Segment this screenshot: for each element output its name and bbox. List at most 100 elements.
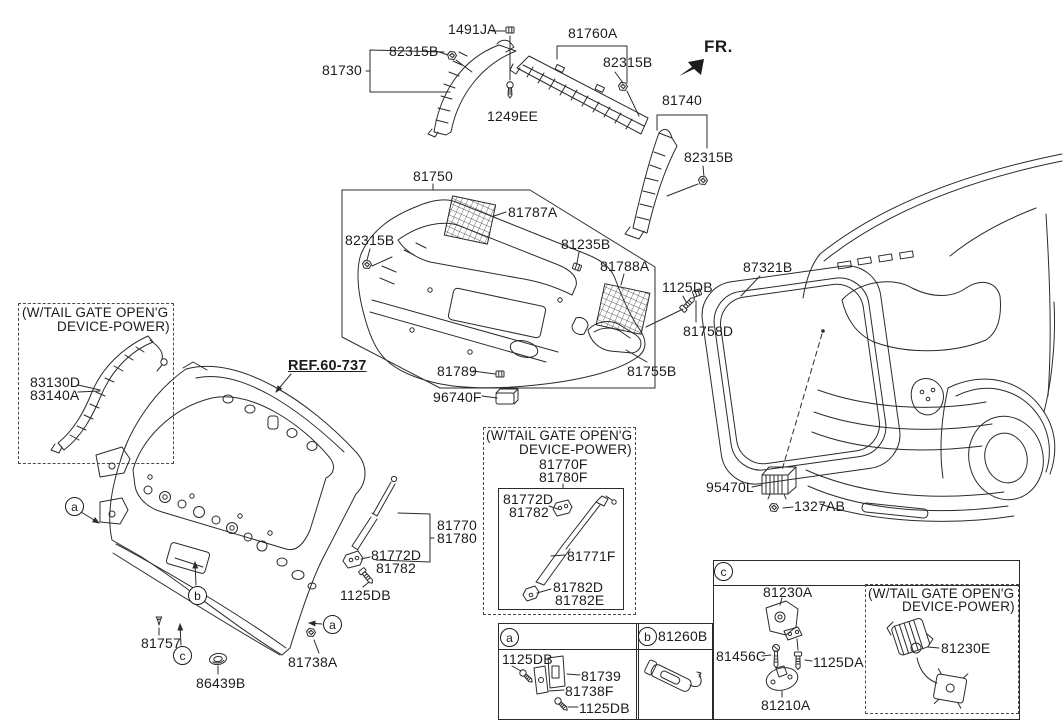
strip-83130d-drawing xyxy=(50,335,168,454)
callout-81230a: 81230A xyxy=(763,584,813,600)
callout-81739: 81739 xyxy=(581,668,621,684)
view-letter-text: c xyxy=(179,648,186,663)
view-letter-c-tailgate: c xyxy=(173,646,192,665)
callout-82315b-1: 82315B xyxy=(389,43,439,59)
callout-82315b-3: 82315B xyxy=(684,149,734,165)
grommet-86439b-glyph xyxy=(208,651,228,667)
option-box-left xyxy=(18,303,174,464)
detail-box-c xyxy=(713,560,1020,720)
vehicle-drawing xyxy=(701,153,1063,522)
callout-82315b-4: 82315B xyxy=(345,232,395,248)
view-letter-a-box-header: a xyxy=(500,628,519,647)
callout-81758d: 81758D xyxy=(683,323,734,339)
detail-box-b xyxy=(636,623,713,720)
nut-1327ab-glyph xyxy=(769,503,779,512)
screw-1249ee-glyph xyxy=(506,81,514,99)
detail-box-a-header-line xyxy=(499,649,638,650)
callout-81780: 81780 xyxy=(437,530,477,546)
pin-81757-glyph xyxy=(155,616,163,626)
view-letter-text: a xyxy=(506,630,513,645)
power-module-95470l-drawing xyxy=(761,466,797,500)
callout-81757: 81757 xyxy=(141,635,181,651)
detail-box-c-header-line xyxy=(714,585,1019,586)
screw-81456c-glyph xyxy=(772,644,780,669)
view-letter-text: b xyxy=(644,629,651,644)
nut-82315b-1-glyph xyxy=(447,51,457,60)
callout-81782-2: 81782 xyxy=(509,504,549,520)
trim-81730-drawing xyxy=(427,39,517,138)
callout-81755b: 81755B xyxy=(627,363,677,379)
relay-96740f-glyph xyxy=(495,388,519,405)
view-letter-c-box-header: c xyxy=(714,562,733,581)
callout-82315b-2: 82315B xyxy=(603,54,653,70)
view-letter-text: c xyxy=(720,564,727,579)
callout-81787a: 81787A xyxy=(508,204,558,220)
option-note-right-line2: DEVICE-POWER) xyxy=(902,599,1015,614)
option-note-center-line1: (W/TAIL GATE OPEN'G xyxy=(486,428,633,443)
panel-81750-frame-box xyxy=(341,189,656,389)
callout-81740: 81740 xyxy=(662,92,702,108)
callout-81770f: 81770F xyxy=(539,456,588,472)
ref-60-737-label: REF.60-737 xyxy=(288,358,367,374)
bolt-1125db-strut-glyph xyxy=(357,566,376,586)
clip-81789-glyph xyxy=(495,370,505,378)
callout-1327ab: 1327AB xyxy=(794,498,846,514)
callout-81770: 81770 xyxy=(437,517,477,533)
detail-box-a xyxy=(498,623,639,720)
latch-81230a-drawing xyxy=(765,600,803,651)
striker-81210a-drawing xyxy=(765,665,799,691)
taillight xyxy=(910,378,944,416)
bracket-81739-81738f-drawing xyxy=(533,655,566,695)
callout-81788a: 81788A xyxy=(600,258,650,274)
view-letter-text: b xyxy=(194,588,201,603)
callout-1125db-2: 1125DB xyxy=(340,587,391,603)
callout-1125db-3: 1125DB xyxy=(502,651,553,667)
callout-81260b: 81260B xyxy=(658,628,708,644)
leader-lines xyxy=(77,30,940,708)
fr-direction-arrow xyxy=(679,59,704,76)
nut-82315b-3-glyph xyxy=(698,176,708,185)
aperture-header-details xyxy=(837,250,914,270)
callout-1125da: 1125DA xyxy=(813,654,864,670)
detail-box-b-header-line xyxy=(637,649,712,650)
callout-81772d-2: 81772D xyxy=(503,491,554,507)
callout-81738a: 81738A xyxy=(288,654,338,670)
callout-81782e: 81782E xyxy=(555,592,605,608)
option-box-right xyxy=(865,584,1019,714)
nut-82315b-4-glyph xyxy=(362,260,372,269)
callout-1125db-4: 1125DB xyxy=(579,700,630,716)
option-note-right-line1: (W/TAIL GATE OPEN'G xyxy=(868,586,1015,601)
callout-1249ee: 1249EE xyxy=(487,108,539,124)
view-letter-a-tailgate-right: a xyxy=(323,615,342,634)
panel-81750-drawing xyxy=(357,195,651,389)
callout-81230e: 81230E xyxy=(941,640,991,656)
callout-86439b: 86439B xyxy=(196,675,246,691)
option-box-center-inner xyxy=(498,488,624,610)
view-letter-b-tailgate: b xyxy=(188,586,207,605)
view-letter-b-box-header: b xyxy=(638,627,657,646)
callout-87321b: 87321B xyxy=(743,259,793,275)
callout-81738f: 81738F xyxy=(565,683,614,699)
view-letter-text: a xyxy=(71,499,78,514)
callout-1491ja: 1491JA xyxy=(448,21,497,37)
option-note-left-line1: (W/TAIL GATE OPEN'G xyxy=(22,305,169,320)
handle-81260b-drawing xyxy=(644,659,702,692)
nut-82315b-2-glyph xyxy=(618,82,628,91)
callout-81750: 81750 xyxy=(413,168,453,184)
tailgate-frame-drawing xyxy=(95,361,366,656)
callout-83140a: 83140A xyxy=(30,387,80,403)
option-note-center-line2: DEVICE-POWER) xyxy=(519,442,632,457)
callout-81760a: 81760A xyxy=(568,25,618,41)
gas-lifter-81770-drawing xyxy=(342,475,398,569)
callout-81789: 81789 xyxy=(437,363,477,379)
callout-81782-1: 81782 xyxy=(376,560,416,576)
view-letter-a-tailgate-left: a xyxy=(65,497,84,516)
view-letter-text: a xyxy=(329,617,336,632)
fr-direction-label: FR. xyxy=(704,37,733,56)
callout-81456c: 81456C xyxy=(716,648,767,664)
cargo-interior xyxy=(811,281,1001,451)
callout-81771f: 81771F xyxy=(567,548,616,564)
power-latch-81230e-drawing xyxy=(886,618,969,709)
power-lifter-81771f-drawing xyxy=(522,495,617,602)
callout-81730: 81730 xyxy=(322,62,362,78)
